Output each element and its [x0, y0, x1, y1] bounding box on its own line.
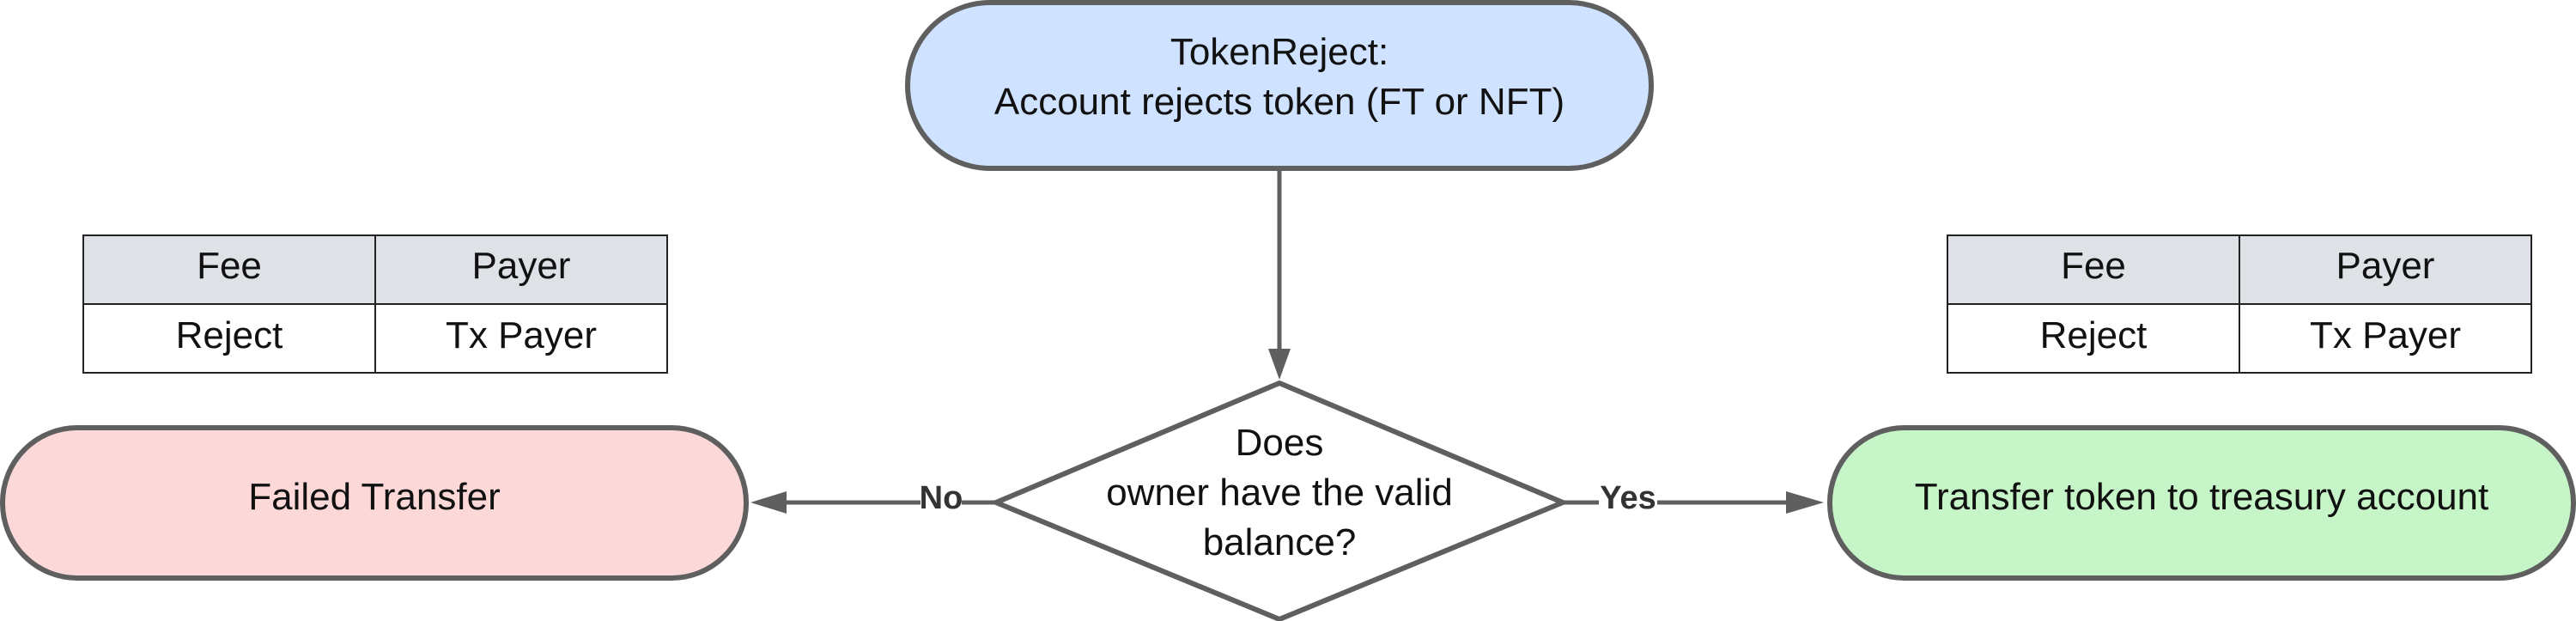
arrowhead-down-icon	[1268, 349, 1291, 380]
fee-table-left: Fee Payer Reject Tx Payer	[82, 234, 668, 374]
fee-table-right-header-fee: Fee	[2061, 245, 2126, 287]
failed-transfer-node: Failed Transfer	[0, 425, 749, 581]
fee-table-right-cell-fee: Reject	[2040, 314, 2148, 356]
arrowhead-right-icon	[1786, 491, 1824, 514]
failed-transfer-label: Failed Transfer	[248, 476, 500, 518]
fee-table-left-cell-payer: Tx Payer	[446, 314, 597, 356]
start-node-title: TokenReject:	[1170, 31, 1388, 73]
transfer-to-treasury-node-shape	[1827, 425, 2576, 581]
decision-node: Does owner have the valid balance?	[993, 381, 1565, 621]
decision-node-shape	[993, 381, 1565, 621]
edge-yes-label: Yes	[1600, 480, 1656, 516]
failed-transfer-node-shape	[0, 425, 749, 581]
edge-no: No	[750, 480, 996, 516]
start-node-subtitle: Account rejects token (FT or NFT)	[994, 81, 1564, 123]
decision-line-2: owner have the valid	[1106, 472, 1453, 514]
edge-start-to-decision	[1268, 170, 1291, 380]
fee-table-left-header-fee: Fee	[197, 245, 262, 287]
edge-yes: Yes	[1563, 480, 1824, 516]
start-node-shape	[905, 0, 1654, 171]
fee-table-left-cell-fee: Reject	[176, 314, 283, 356]
decision-line-3: balance?	[1203, 521, 1357, 563]
fee-table-right: Fee Payer Reject Tx Payer	[1947, 234, 2532, 374]
transfer-to-treasury-label: Transfer token to treasury account	[1915, 476, 2488, 518]
decision-line-1: Does	[1236, 422, 1324, 464]
edge-no-label: No	[920, 480, 963, 516]
arrowhead-left-icon	[750, 491, 787, 514]
fee-table-right-cell-payer: Tx Payer	[2310, 314, 2461, 356]
start-node: TokenReject: Account rejects token (FT o…	[905, 0, 1654, 171]
fee-table-right-header-payer: Payer	[2336, 245, 2435, 287]
fee-table-left-header-payer: Payer	[472, 245, 571, 287]
transfer-to-treasury-node: Transfer token to treasury account	[1827, 425, 2576, 581]
